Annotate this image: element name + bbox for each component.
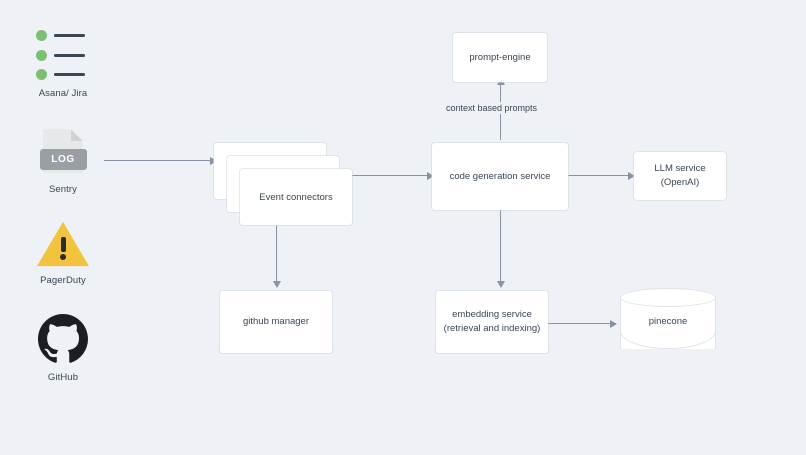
pinecone-cylinder-top xyxy=(620,288,716,307)
edge-code-gen-to-embedding xyxy=(500,210,502,286)
node-label-event-connectors: Event connectors xyxy=(259,191,333,203)
arrowhead-event-connectors-to-github-manager xyxy=(272,281,281,288)
edge-event-connectors-to-code-gen xyxy=(346,175,432,177)
source-asana-jira[interactable]: Asana/ Jira xyxy=(8,28,118,99)
warning-triangle-icon xyxy=(37,221,89,267)
edge-code-gen-to-llm xyxy=(568,175,634,177)
node-prompt-engine[interactable]: prompt-engine xyxy=(453,33,547,82)
arrowhead-embedding-to-pinecone xyxy=(610,319,617,328)
github-icon xyxy=(38,314,88,363)
list-icon xyxy=(36,28,90,80)
source-sentry[interactable]: LOG Sentry xyxy=(8,129,118,195)
edge-event-connectors-to-github-manager xyxy=(276,218,278,286)
arrowhead-sources-to-event-connectors xyxy=(210,156,217,165)
log-badge-text: LOG xyxy=(51,154,75,165)
node-label-pinecone: pinecone xyxy=(648,316,688,327)
source-github[interactable]: GitHub xyxy=(8,314,118,383)
source-label-github: GitHub xyxy=(47,372,79,383)
arrowhead-code-gen-to-llm xyxy=(628,171,635,180)
source-label-sentry: Sentry xyxy=(48,184,78,195)
node-llm-service[interactable]: LLM service (OpenAI) xyxy=(634,152,726,200)
node-label-prompt-engine: prompt-engine xyxy=(469,51,531,63)
node-label-github-manager: github manager xyxy=(242,316,310,328)
node-code-generation-service[interactable]: code generation service xyxy=(432,143,568,210)
node-embedding-service[interactable]: embedding service (retrieval and indexin… xyxy=(436,291,548,353)
source-label-asana-jira: Asana/ Jira xyxy=(38,88,88,99)
node-label-llm-service: LLM service (OpenAI) xyxy=(654,163,706,188)
log-file-icon: LOG xyxy=(39,129,87,176)
node-label-embedding-service-line1: embedding service xyxy=(452,309,532,321)
event-connectors-card-front[interactable]: Event connectors xyxy=(240,169,352,225)
arrowhead-event-connectors-to-code-gen xyxy=(427,171,434,180)
source-pagerduty[interactable]: PagerDuty xyxy=(8,221,118,286)
node-pinecone[interactable]: pinecone xyxy=(620,288,716,358)
node-label-embedding-service-line2: (retrieval and indexing) xyxy=(443,323,541,334)
edge-label-context-based-prompts: context based prompts xyxy=(443,102,541,114)
edge-sources-to-event-connectors xyxy=(104,160,214,162)
node-label-code-generation-service: code generation service xyxy=(449,170,551,182)
node-github-manager[interactable]: github manager xyxy=(220,291,332,353)
source-label-pagerduty: PagerDuty xyxy=(40,275,86,286)
arrowhead-code-gen-to-embedding xyxy=(496,281,505,288)
edge-embedding-to-pinecone xyxy=(548,323,616,325)
